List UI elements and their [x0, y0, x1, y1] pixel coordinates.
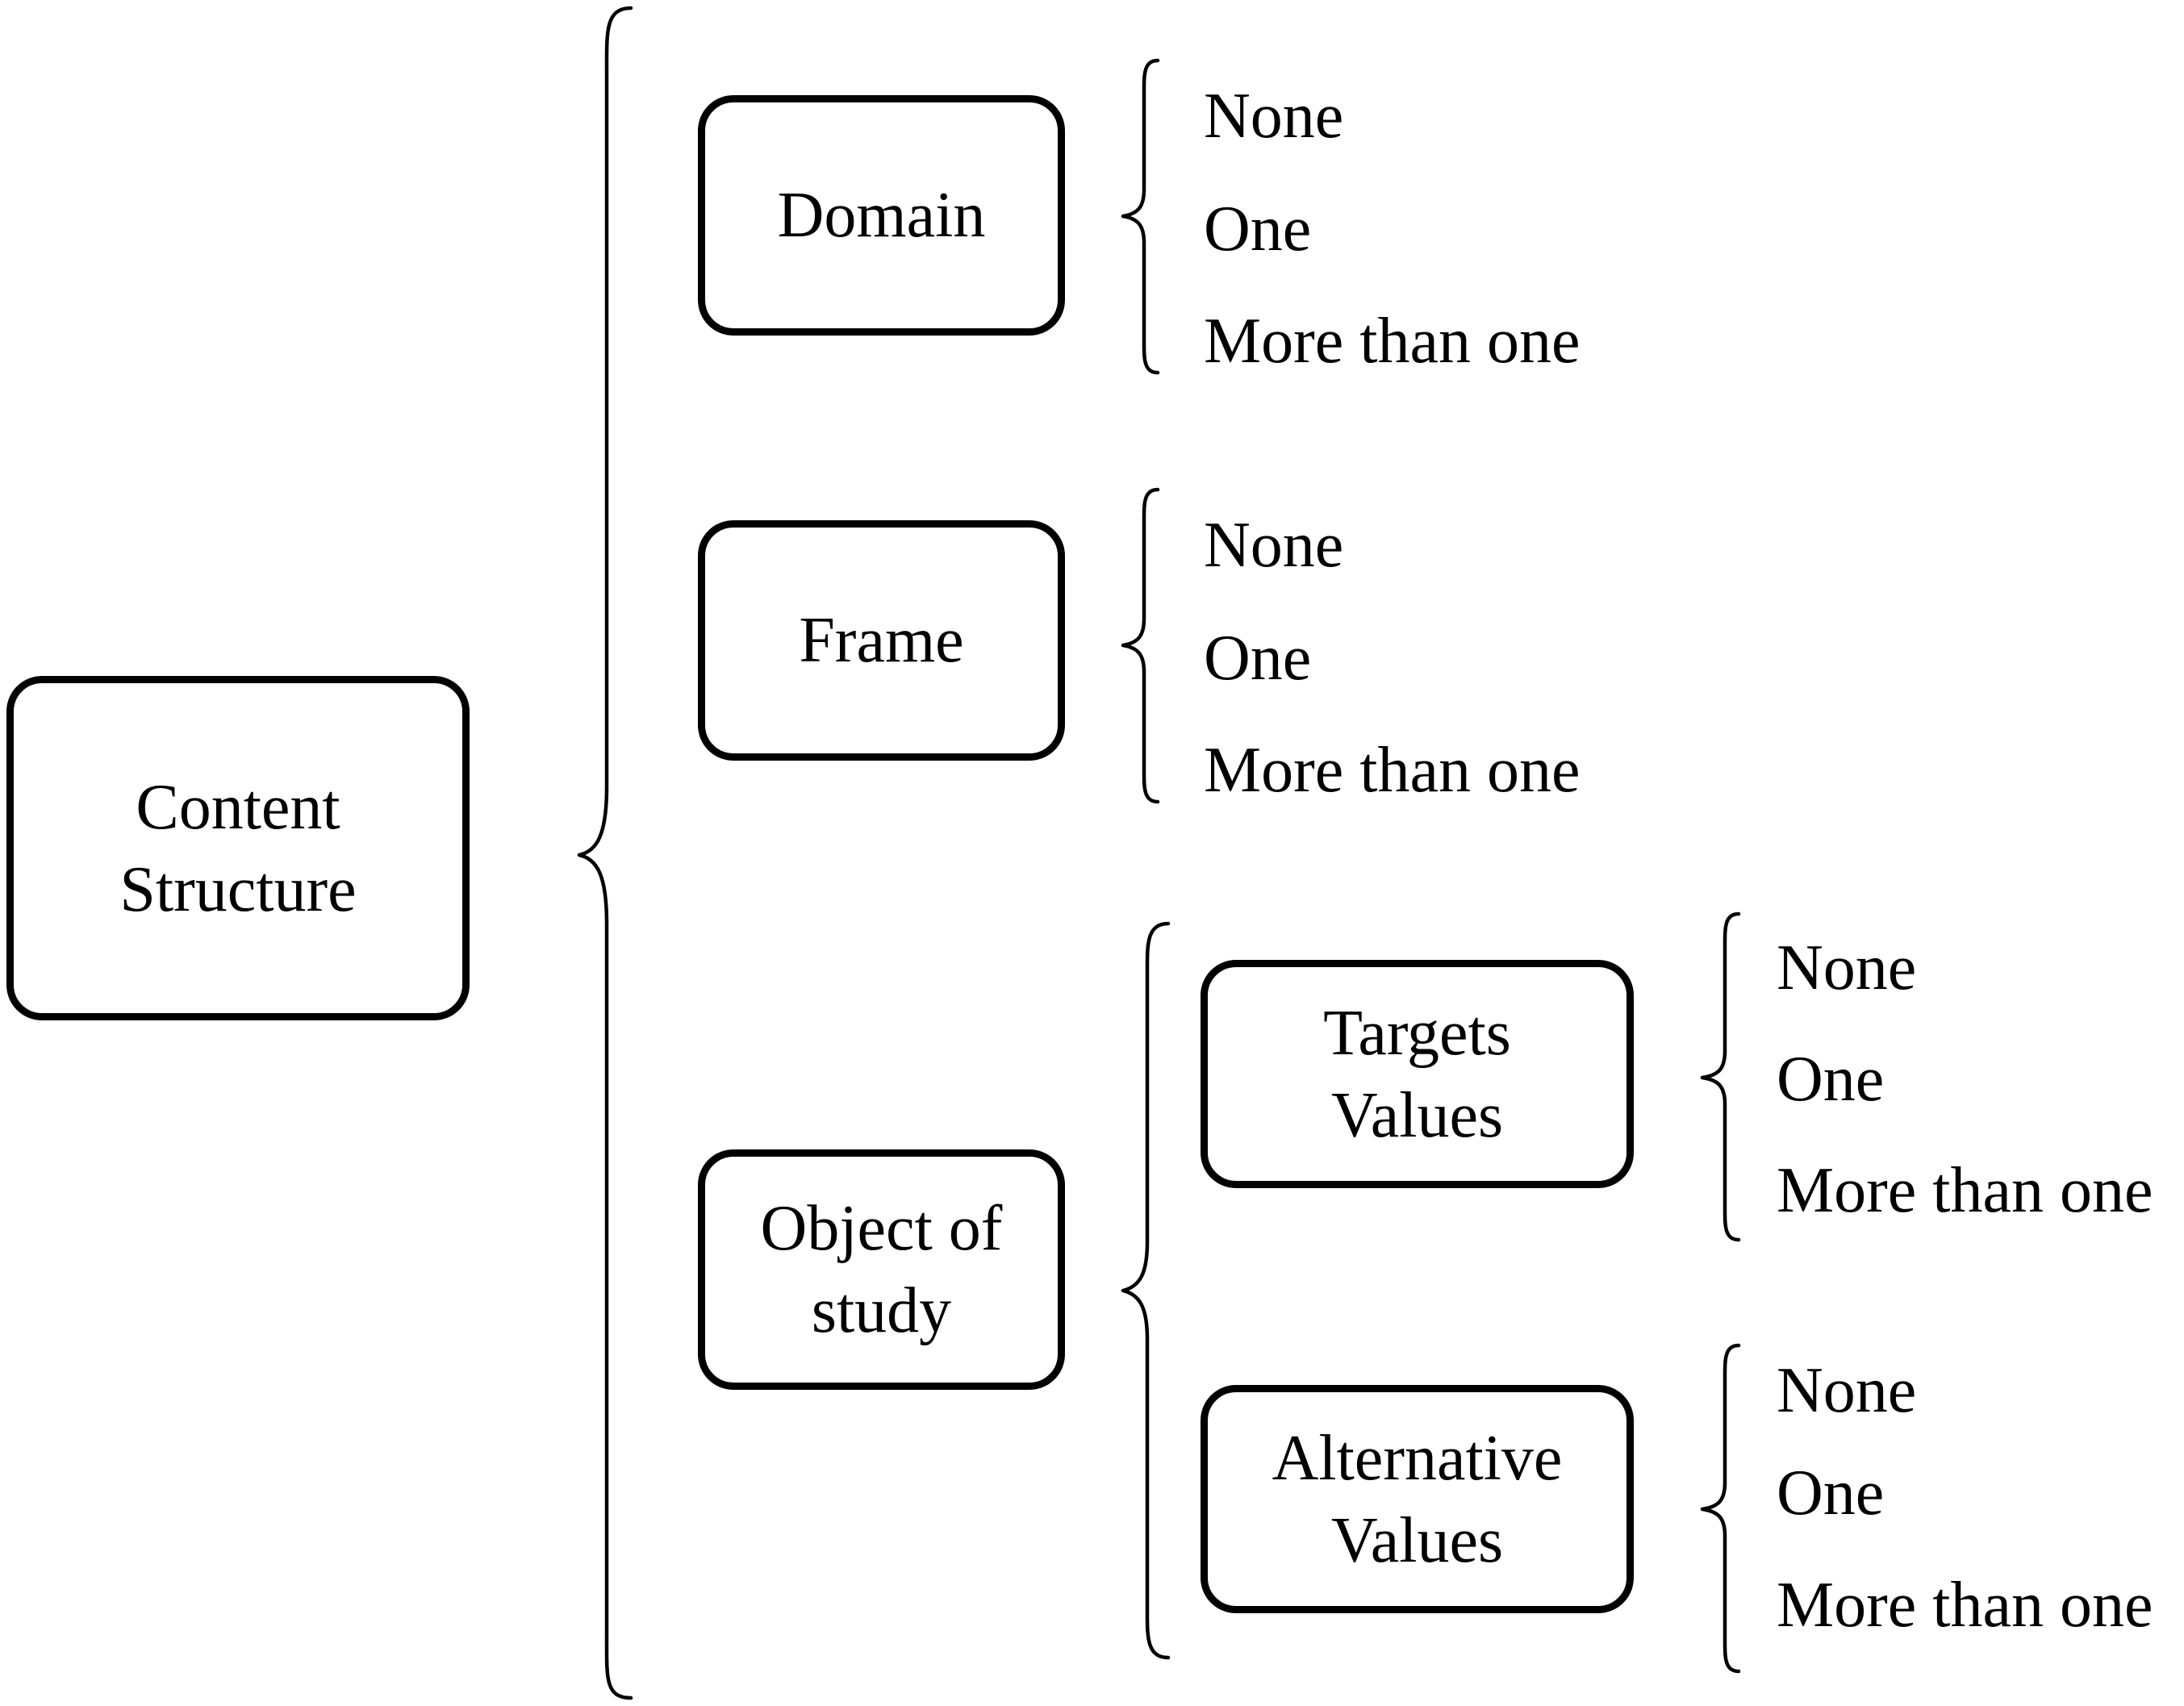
alternative-values-line1: Alternative [1272, 1422, 1563, 1494]
content-structure-line1: Content [136, 771, 340, 843]
alternative-values-option-more-than-one: More than one [1777, 1570, 2153, 1641]
alternative-values-box: Alternative Values [1201, 1385, 1634, 1613]
brace-content-structure [577, 6, 633, 1700]
alternative-values-option-one: One [1777, 1458, 1885, 1529]
brace-frame [1121, 487, 1160, 804]
object-of-study-line1: Object of [760, 1193, 1003, 1264]
domain-option-one: One [1204, 194, 1312, 265]
targets-values-option-more-than-one: More than one [1777, 1155, 2153, 1226]
alternative-values-option-none: None [1777, 1355, 1917, 1426]
brace-object-of-study [1121, 921, 1171, 1660]
content-structure-line2: Structure [119, 853, 357, 925]
frame-option-one: One [1204, 623, 1312, 694]
targets-values-option-one: One [1777, 1044, 1885, 1115]
domain-option-more-than-one: More than one [1204, 306, 1581, 377]
alternative-values-line2: Values [1330, 1504, 1504, 1576]
brace-alternative-values [1700, 1343, 1741, 1674]
targets-values-line2: Values [1330, 1079, 1504, 1151]
brace-targets-values [1700, 911, 1741, 1242]
domain-box: Domain [698, 95, 1065, 336]
domain-option-none: None [1204, 81, 1344, 152]
targets-values-box: Targets Values [1201, 960, 1634, 1188]
frame-option-none: None [1204, 510, 1344, 581]
domain-label: Domain [777, 180, 986, 251]
targets-values-option-none: None [1777, 932, 1917, 1003]
frame-box: Frame [698, 520, 1065, 761]
brace-domain [1121, 58, 1160, 375]
object-of-study-line2: study [811, 1275, 952, 1346]
content-structure-box: Content Structure [6, 676, 470, 1020]
frame-option-more-than-one: More than one [1204, 735, 1581, 806]
targets-values-line1: Targets [1323, 997, 1511, 1069]
object-of-study-box: Object of study [698, 1149, 1065, 1390]
frame-label: Frame [799, 605, 964, 676]
